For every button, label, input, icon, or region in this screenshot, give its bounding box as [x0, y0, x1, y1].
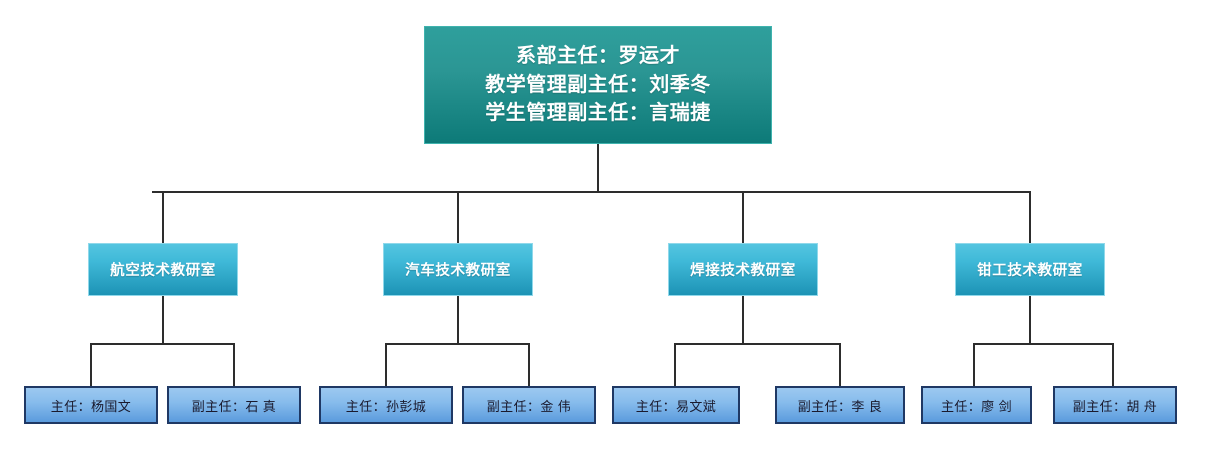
connector-dept-2-stem	[457, 296, 459, 344]
leader-label: 主任：易文斌	[635, 398, 717, 414]
connector-dept-1-stem	[162, 296, 164, 344]
department-label: 汽车技术教研室	[405, 263, 511, 279]
leader-label: 副主任：金 伟	[486, 398, 572, 414]
connector-dept-4-stem	[1029, 296, 1031, 344]
connector-bus-to-dept-2	[457, 191, 459, 243]
connector-dept-4-leaf-1	[973, 343, 975, 387]
node-department-automobile[interactable]: 汽车技术教研室	[383, 243, 533, 296]
leader-label: 副主任：胡 舟	[1072, 398, 1158, 414]
node-leader-aviation-deputy[interactable]: 副主任：石 真	[167, 386, 301, 424]
leader-label: 副主任：李 良	[797, 398, 883, 414]
connector-dept-4-leaf-2	[1112, 343, 1114, 387]
connector-main-bus	[152, 191, 1031, 193]
node-department-welding[interactable]: 焊接技术教研室	[668, 243, 818, 296]
connector-dept-2-bus	[385, 343, 530, 345]
connector-dept-1-leaf-1	[90, 343, 92, 387]
root-text-block: 系部主任：罗运才 教学管理副主任：刘季冬 学生管理副主任：言瑞捷	[479, 42, 717, 127]
root-line-deputy-teaching: 教学管理副主任：刘季冬	[485, 73, 711, 96]
leader-label: 主任：廖 剑	[940, 398, 1012, 414]
leader-label: 主任：孙彭城	[345, 398, 427, 414]
node-department-leadership[interactable]: 系部主任：罗运才 教学管理副主任：刘季冬 学生管理副主任：言瑞捷	[424, 26, 772, 144]
node-leader-welding-deputy[interactable]: 副主任：李 良	[775, 386, 905, 424]
node-leader-welding-director[interactable]: 主任：易文斌	[612, 386, 740, 424]
connector-bus-to-dept-4	[1029, 191, 1031, 243]
leader-label: 副主任：石 真	[191, 398, 277, 414]
connector-dept-3-leaf-2	[839, 343, 841, 387]
node-department-fitter[interactable]: 钳工技术教研室	[955, 243, 1105, 296]
connector-dept-3-stem	[742, 296, 744, 344]
leader-label: 主任：杨国文	[50, 398, 132, 414]
node-leader-fitter-director[interactable]: 主任：廖 剑	[921, 386, 1032, 424]
node-leader-aviation-director[interactable]: 主任：杨国文	[24, 386, 158, 424]
node-leader-automobile-deputy[interactable]: 副主任：金 伟	[462, 386, 596, 424]
connector-bus-to-dept-3	[742, 191, 744, 243]
department-label: 焊接技术教研室	[690, 263, 796, 279]
root-line-deputy-student: 学生管理副主任：言瑞捷	[485, 102, 711, 125]
node-department-aviation[interactable]: 航空技术教研室	[88, 243, 238, 296]
department-label: 钳工技术教研室	[977, 263, 1083, 279]
department-label: 航空技术教研室	[110, 263, 216, 279]
connector-dept-2-leaf-1	[385, 343, 387, 387]
connector-bus-to-dept-1	[162, 191, 164, 243]
connector-dept-4-bus	[973, 343, 1114, 345]
node-leader-fitter-deputy[interactable]: 副主任：胡 舟	[1053, 386, 1177, 424]
root-line-director: 系部主任：罗运才	[516, 45, 680, 68]
connector-dept-2-leaf-2	[528, 343, 530, 387]
connector-dept-3-bus	[674, 343, 841, 345]
connector-root-stem	[597, 144, 599, 192]
connector-dept-3-leaf-1	[674, 343, 676, 387]
connector-dept-1-leaf-2	[233, 343, 235, 387]
node-leader-automobile-director[interactable]: 主任：孙彭城	[319, 386, 453, 424]
connector-dept-1-bus	[90, 343, 235, 345]
